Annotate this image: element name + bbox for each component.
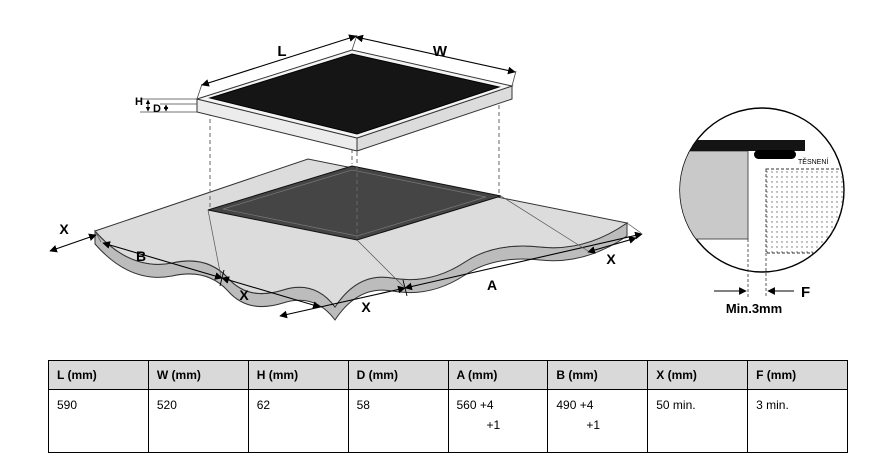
cell-value: 560 +4 [456, 398, 494, 412]
detail-view: TĚSNENÍ F Min.3mm [679, 107, 845, 316]
table-cell-F: 3 min. [747, 389, 848, 453]
seal-label: TĚSNENÍ [798, 157, 828, 166]
cabinet-panel [765, 168, 844, 254]
table-cell-X: 50 min. [647, 389, 749, 453]
header-cell-W: W (mm) [147, 360, 249, 390]
table-header-row: L (mm) W (mm) H (mm) D (mm) A (mm) B (mm… [48, 360, 848, 390]
cell-value: 62 [256, 398, 271, 412]
label-W: W [433, 43, 448, 60]
countertop-section [680, 150, 749, 240]
dimension-D: D [153, 103, 197, 115]
label-H: H [135, 96, 143, 108]
label-A: A [487, 277, 497, 293]
header-cell-B: B (mm) [547, 360, 649, 390]
cutout-inner-edge [222, 169, 487, 237]
min-gap-label: Min.3mm [726, 301, 782, 316]
installation-diagram: L W H D X B [49, 34, 845, 321]
cell-value: 590 [57, 398, 78, 412]
dimension-X-left: X [49, 221, 97, 253]
cell-value: 58 [356, 398, 370, 412]
table-cell-D: 58 [347, 389, 449, 453]
label-L: L [277, 43, 286, 60]
header-cell-L: L (mm) [48, 360, 149, 390]
label-D: D [153, 103, 161, 115]
cell-tolerance: +1 [486, 418, 501, 432]
cell-tolerance: +1 [586, 418, 601, 432]
cell-value: 520 [156, 398, 177, 412]
seal-gasket [754, 150, 796, 159]
header-cell-F: F (mm) [747, 360, 848, 390]
header-cell-H: H (mm) [247, 360, 349, 390]
cooktop-edge-section [680, 140, 805, 151]
label-X-front-mid: X [361, 299, 371, 315]
dimension-X-right: X [500, 195, 637, 267]
table-cell-H: 62 [247, 389, 349, 453]
cell-value: 50 min. [656, 398, 696, 412]
label-B: B [136, 248, 146, 264]
header-cell-D: D (mm) [347, 360, 449, 390]
min-gap-annotation: F Min.3mm [714, 239, 810, 316]
cooktop [195, 49, 514, 152]
countertop [94, 158, 629, 321]
header-cell-A: A (mm) [447, 360, 549, 390]
label-X-left: X [59, 221, 69, 237]
table-cell-A: 560 +4 +1 [447, 389, 549, 453]
header-cell-X: X (mm) [647, 360, 749, 390]
table-cell-W: 520 [147, 389, 249, 453]
cell-value: 490 +4 [556, 398, 594, 412]
label-X-front-left: X [239, 287, 249, 303]
table-row: 590 520 62 58 560 +4 +1 [48, 389, 848, 453]
table-cell-L: 590 [48, 389, 149, 453]
dimension-H: H [135, 96, 197, 113]
dimensions-table: L (mm) W (mm) H (mm) D (mm) A (mm) B (mm… [48, 360, 848, 453]
cell-value: 3 min. [756, 398, 789, 412]
dimension-W: W [355, 34, 517, 87]
dimension-B: B [94, 209, 225, 287]
label-F: F [801, 284, 810, 301]
table-cell-B: 490 +4 +1 [547, 389, 649, 453]
label-X-right: X [606, 251, 616, 267]
